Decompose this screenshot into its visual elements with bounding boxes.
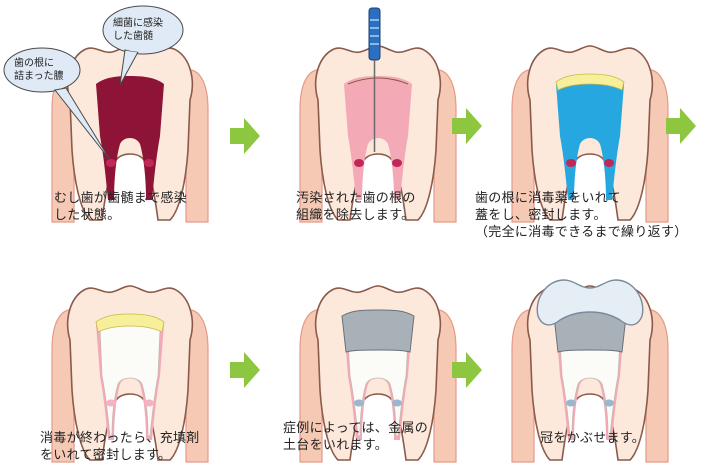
step-3-caption: 歯の根に消毒薬をいれて 蓋をし、密封します。 （完全に消毒できるまで繰り返す）: [475, 191, 688, 240]
callout-infected-pulp: [102, 5, 184, 86]
tooth-step-1: [51, 45, 209, 223]
tooth-step-4: [51, 285, 209, 463]
root-canal-file-icon: [368, 7, 381, 152]
step-1-caption: むし歯が歯髄まで感染 した状態。: [54, 191, 188, 223]
step-4-caption: 消毒が終わったら、充填剤 をいれて密封します。: [40, 431, 200, 463]
arrow-1: [230, 118, 260, 154]
callout-infected-pulp-text: 細菌に感染 した歯髄: [113, 18, 163, 42]
arrow-4: [230, 352, 260, 388]
step-2-caption: 汚染された歯の根の 組織を除去します。: [296, 191, 416, 223]
step-6-caption: 冠をかぶせます。: [540, 431, 646, 446]
tooth-step-3: [511, 45, 669, 223]
tooth-step-5: [299, 285, 457, 463]
tooth-step-6: [511, 279, 669, 463]
step-5-caption: 症例によっては、金属の 土台をいれます。: [283, 421, 429, 453]
arrow-3: [666, 108, 696, 144]
callout-pus: [3, 47, 111, 161]
tooth-step-2: [299, 45, 457, 223]
callout-pus-text: 歯の根に 詰まった膿: [14, 58, 64, 82]
